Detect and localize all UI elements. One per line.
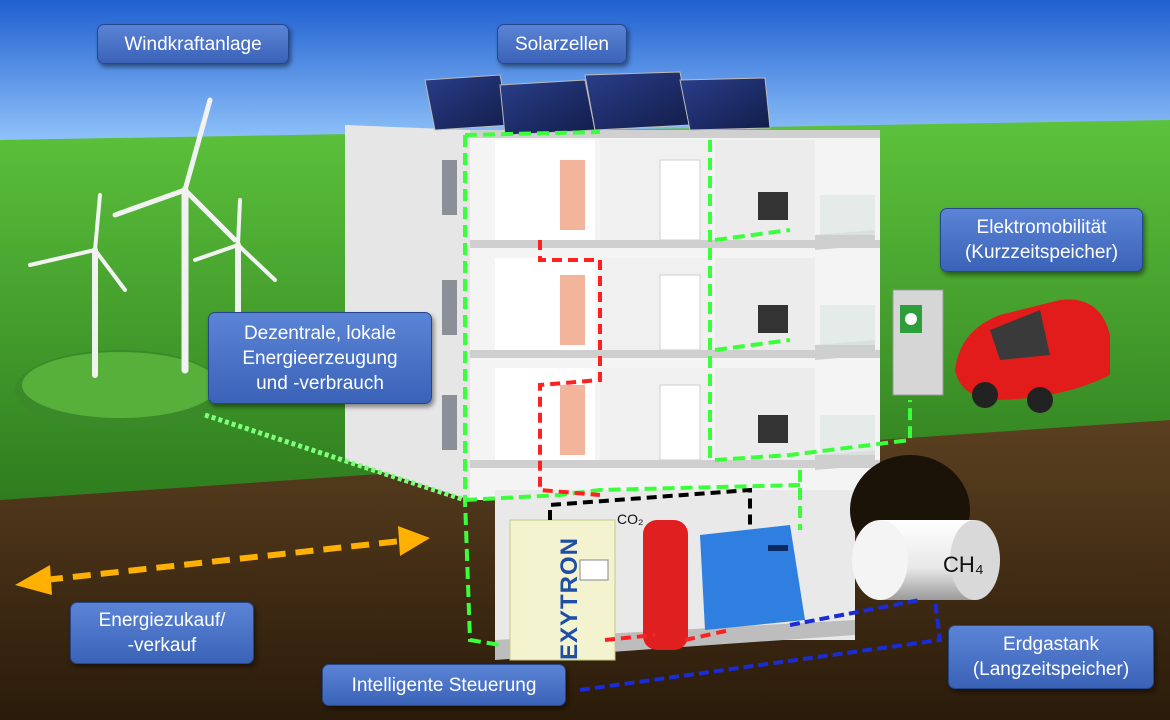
gas-tank-icon <box>852 520 1000 600</box>
label-intelligente-steuerung: Intelligente Steuerung <box>322 664 566 706</box>
co2-label: CO₂ <box>617 511 644 527</box>
label-solarzellen: Solarzellen <box>497 24 627 64</box>
fuel-cell-unit <box>509 519 616 661</box>
storage-tank <box>643 520 688 650</box>
co2-line <box>548 487 752 530</box>
solar-panel-icon <box>424 71 771 136</box>
label-energiezukauf: Energiezukauf/ -verkauf <box>70 602 254 664</box>
label-erdgastank: Erdgastank (Langzeitspeicher) <box>948 625 1154 689</box>
electric-car-icon <box>955 299 1110 413</box>
trade-line <box>204 412 466 503</box>
wind-turbine-icon <box>28 97 277 378</box>
charging-station-icon <box>892 289 944 396</box>
trade-arrow <box>15 526 430 595</box>
boiler-unit <box>700 525 805 630</box>
ch4-label: CH₄ <box>943 552 984 577</box>
label-dezentrale-energie: Dezentrale, lokale Energieerzeugung und … <box>208 312 432 404</box>
brand-logo: EXYTRON <box>556 536 583 660</box>
gas-line <box>579 598 943 692</box>
label-windkraftanlage: Windkraftanlage <box>97 24 289 64</box>
heat-lines <box>538 240 731 642</box>
label-elektromobilitaet: Elektromobilität (Kurzzeitspeicher) <box>940 208 1143 272</box>
